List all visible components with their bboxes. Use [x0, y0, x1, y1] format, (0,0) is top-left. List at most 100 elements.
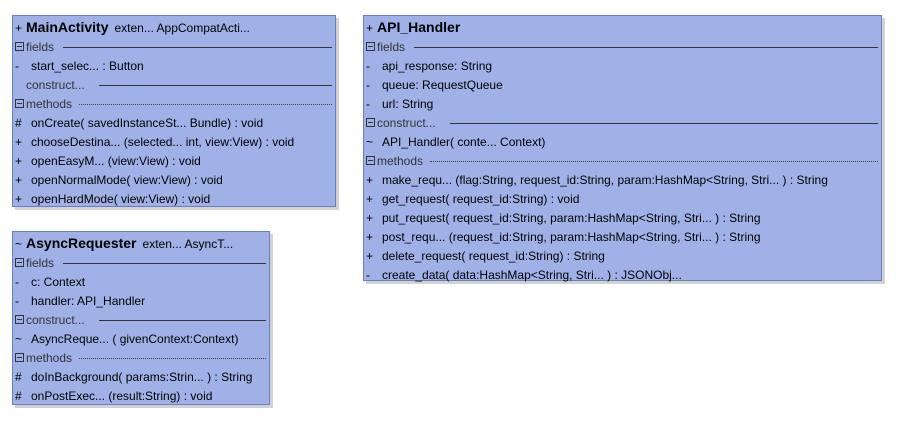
construct-section-header[interactable]: construct...: [364, 114, 881, 133]
visibility-marker: +: [15, 21, 23, 35]
method-row[interactable]: -create_data( data:HashMap<String, Stri.…: [364, 266, 881, 285]
member-text: queue: RequestQueue: [382, 78, 503, 92]
field-row[interactable]: -c: Context: [13, 273, 269, 292]
method-row[interactable]: + post_requ... (request_id:String, param:…: [364, 228, 881, 247]
class-header: +API_Handler: [364, 16, 881, 38]
visibility-marker: +: [366, 21, 374, 35]
field-row[interactable]: -api_response: String: [364, 57, 881, 76]
member-text: c: Context: [31, 275, 86, 289]
field-row[interactable]: -handler: API_Handler: [13, 292, 269, 311]
member-text: openNormalMode( view:View) : void: [31, 173, 223, 187]
fields-section-header[interactable]: fields: [364, 38, 881, 57]
collapse-toggle-icon[interactable]: [15, 99, 24, 109]
construct-section-header[interactable]: construct...: [13, 311, 269, 330]
method-row[interactable]: + put_request( request_id:String, param:H…: [364, 209, 881, 228]
visibility-marker: -: [15, 59, 19, 73]
section-divider: [79, 358, 266, 359]
constructor-row[interactable]: ~AsyncReque... ( givenContext:Context): [13, 330, 269, 349]
class-extends: exten... AppCompatActi...: [114, 21, 250, 35]
member-text: url: String: [382, 97, 434, 111]
method-row[interactable]: +delete_request( request_id:String) : St…: [364, 247, 881, 266]
member-text: get_request( request_id:String) : void: [382, 192, 580, 206]
member-text: openEasyM... (view:View) : void: [31, 154, 201, 168]
section-label: construct...: [26, 313, 85, 327]
member-text: start_selec... : Button: [31, 59, 144, 73]
member-text: handler: API_Handler: [31, 294, 146, 308]
section-label: construct...: [26, 78, 85, 92]
section-divider: [99, 320, 266, 321]
section-divider: [99, 85, 332, 86]
collapse-toggle-icon[interactable]: [366, 118, 375, 128]
method-row[interactable]: # doInBackground( params:Strin... ) : Str…: [13, 368, 269, 387]
fields-section-header[interactable]: fields: [13, 254, 269, 273]
member-text: delete_request( request_id:String) : Str…: [382, 249, 605, 263]
method-row[interactable]: #onCreate( savedInstanceSt... Bundle) : …: [13, 114, 335, 133]
member-text: post_requ... (request_id:String, param:H…: [382, 230, 761, 244]
method-row[interactable]: + get_request( request_id:String) : void: [364, 190, 881, 209]
class-header: +MainActivity exten... AppCompatActi...: [13, 16, 335, 38]
constructor-row[interactable]: ~API_Handler( conte... Context): [364, 133, 881, 152]
visibility-marker: +: [366, 230, 374, 244]
collapse-toggle-icon[interactable]: [366, 42, 375, 52]
visibility-marker: -: [366, 59, 370, 73]
collapse-toggle-icon[interactable]: [15, 353, 24, 363]
method-row[interactable]: +openNormalMode( view:View) : void: [13, 171, 335, 190]
section-divider: [430, 161, 878, 162]
visibility-marker: +: [366, 211, 374, 225]
method-row[interactable]: + chooseDestina... (selected... int, view…: [13, 133, 335, 152]
methods-section-header[interactable]: methods: [13, 349, 269, 368]
member-text: make_requ... (flag:String, request_id:St…: [382, 173, 828, 187]
method-row[interactable]: + openHardMode( view:View) : void: [13, 190, 335, 209]
visibility-marker: -: [15, 294, 19, 308]
fields-section-header[interactable]: fields: [13, 38, 335, 57]
visibility-marker: +: [366, 173, 374, 187]
field-row[interactable]: -queue: RequestQueue: [364, 76, 881, 95]
member-text: AsyncReque... ( givenContext:Context): [31, 332, 239, 346]
class-name: MainActivity: [26, 19, 109, 35]
member-text: onPostExec... (result:String) : void: [31, 389, 213, 403]
method-row[interactable]: +openEasyM... (view:View) : void: [13, 152, 335, 171]
section-label: fields: [26, 256, 55, 270]
section-label: methods: [26, 351, 73, 365]
methods-section-header[interactable]: methods: [364, 152, 881, 171]
section-label: fields: [377, 40, 406, 54]
methods-section-header[interactable]: methods: [13, 95, 335, 114]
visibility-marker: +: [15, 192, 23, 206]
method-row[interactable]: + make_requ... (flag:String, request_id:S…: [364, 171, 881, 190]
visibility-marker: #: [15, 116, 22, 130]
visibility-marker: -: [15, 275, 19, 289]
section-divider: [414, 47, 878, 48]
visibility-marker: #: [15, 370, 22, 384]
field-row[interactable]: -url: String: [364, 95, 881, 114]
construct-section-header[interactable]: construct...: [13, 76, 335, 95]
section-divider: [79, 104, 332, 105]
field-row[interactable]: -start_selec... : Button: [13, 57, 335, 76]
section-divider: [63, 47, 332, 48]
class-name: API_Handler: [377, 19, 461, 35]
collapse-toggle-icon[interactable]: [15, 315, 24, 325]
section-label: methods: [377, 154, 424, 168]
visibility-marker: -: [366, 97, 370, 111]
member-text: create_data( data:HashMap<String, Stri..…: [382, 268, 682, 282]
member-text: put_request( request_id:String, param:Ha…: [382, 211, 761, 225]
visibility-marker: ~: [15, 237, 23, 251]
section-label: fields: [26, 40, 55, 54]
visibility-marker: +: [15, 135, 23, 149]
collapse-toggle-icon[interactable]: [366, 156, 375, 166]
visibility-marker: -: [366, 268, 370, 282]
section-label: construct...: [377, 116, 436, 130]
visibility-marker: +: [366, 192, 374, 206]
member-text: doInBackground( params:Strin... ) : Stri…: [31, 370, 253, 384]
section-divider: [63, 263, 266, 264]
member-text: openHardMode( view:View) : void: [31, 192, 211, 206]
method-row[interactable]: # onPostExec... (result:String) : void: [13, 387, 269, 406]
collapse-toggle-icon[interactable]: [15, 258, 24, 268]
visibility-marker: #: [15, 389, 22, 403]
member-text: chooseDestina... (selected... int, view:…: [31, 135, 295, 149]
collapse-toggle-icon[interactable]: [15, 42, 24, 52]
class-box-api-handler[interactable]: +API_Handler fields -api_response: Strin…: [363, 15, 882, 282]
member-text: api_response: String: [382, 59, 493, 73]
